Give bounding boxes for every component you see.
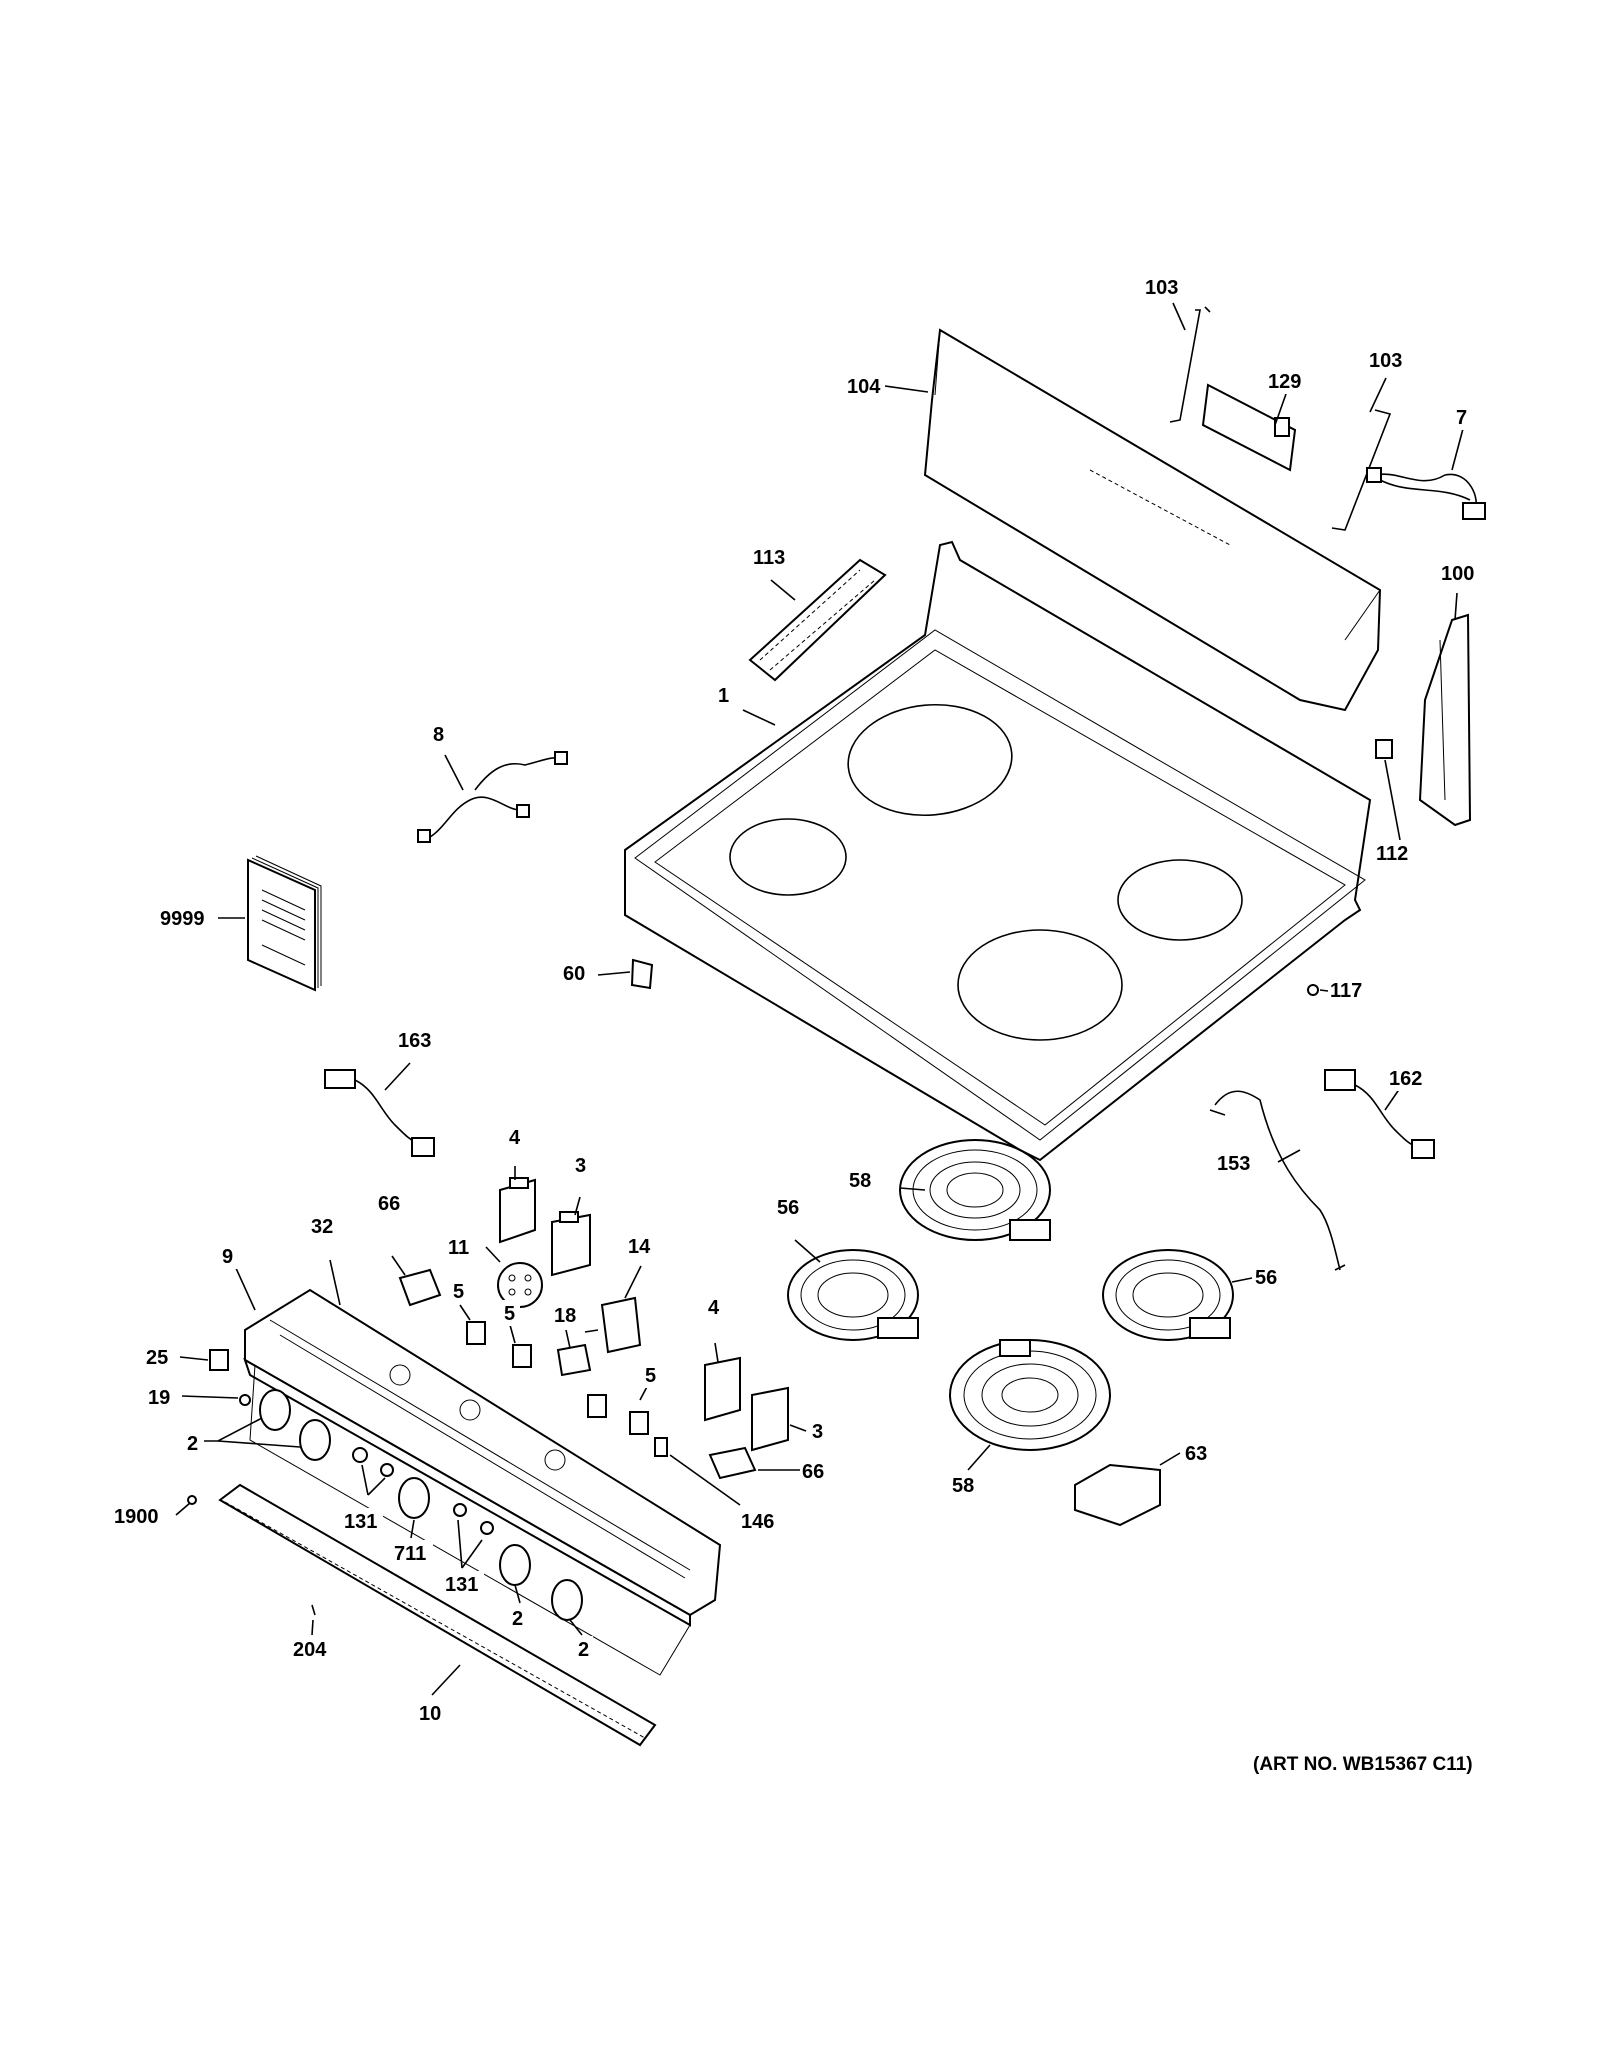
label-104: 104	[847, 376, 881, 398]
art-number: (ART NO. WB15367 C11)	[1253, 1754, 1473, 1775]
label-163: 163	[398, 1030, 431, 1052]
knob-insert-131	[352, 1447, 494, 1535]
label-11: 11	[448, 1237, 469, 1259]
label-19: 19	[148, 1387, 170, 1409]
label-18: 18	[554, 1305, 576, 1327]
label-66a: 66	[378, 1193, 400, 1215]
control-board	[1201, 383, 1297, 472]
label-103a: 103	[1145, 277, 1178, 299]
infinite-switch-3a	[551, 1211, 591, 1277]
label-58b: 58	[952, 1475, 974, 1497]
heat-shield-113	[748, 558, 887, 682]
wire-153	[1209, 1090, 1346, 1271]
label-162: 162	[1389, 1068, 1422, 1090]
switch-bracket-66b	[708, 1446, 757, 1480]
control-panel-backguard	[243, 1288, 722, 1676]
label-9: 9	[222, 1246, 233, 1268]
label-1: 1	[718, 685, 729, 707]
label-5a: 5	[453, 1281, 464, 1303]
lamp-18	[556, 1343, 592, 1377]
screw-19	[239, 1394, 251, 1406]
label-9999: 9999	[160, 908, 205, 930]
backsplash-panel	[923, 328, 1382, 712]
rear-trim-bracket	[1418, 613, 1472, 827]
wire-harness-163	[324, 1069, 435, 1157]
knob-2a	[259, 1389, 291, 1431]
screw-117	[1307, 984, 1319, 996]
leader-lines	[175, 302, 1465, 1696]
label-711: 711	[394, 1543, 426, 1565]
label-32: 32	[311, 1216, 333, 1238]
radiant-element-56-left	[787, 1249, 919, 1341]
clip-146	[654, 1437, 668, 1457]
radiant-element-56-right	[1102, 1249, 1234, 1341]
owner-manual	[247, 855, 322, 992]
label-10: 10	[419, 1703, 441, 1725]
label-7: 7	[1456, 407, 1467, 429]
knob-2b	[299, 1419, 331, 1461]
screw-204	[311, 1604, 316, 1616]
wire-harness-8	[417, 751, 568, 843]
radiant-element-58-lower	[949, 1339, 1111, 1451]
label-2a: 2	[187, 1433, 198, 1455]
callout-labels: 103 104 129 103 7 113 100 1 8 112 9999 6…	[113, 274, 1480, 1726]
switch-bracket-66a	[398, 1268, 442, 1307]
label-2b: 2	[512, 1608, 523, 1630]
wire-harness-162	[1324, 1069, 1435, 1159]
label-66b: 66	[802, 1461, 824, 1483]
label-5b: 5	[504, 1303, 515, 1325]
label-131b: 131	[445, 1574, 478, 1596]
knob-2d	[551, 1579, 583, 1621]
label-204: 204	[293, 1639, 327, 1661]
label-58a: 58	[849, 1170, 871, 1192]
label-63: 63	[1185, 1443, 1207, 1465]
label-25: 25	[146, 1347, 168, 1369]
label-14: 14	[628, 1236, 651, 1258]
label-3a: 3	[575, 1155, 586, 1177]
label-153: 153	[1217, 1153, 1250, 1175]
element-bracket-63	[1074, 1463, 1161, 1527]
label-1900: 1900	[114, 1506, 159, 1528]
knob-2c	[499, 1544, 531, 1586]
switch-5c	[587, 1394, 649, 1435]
label-2c: 2	[578, 1639, 589, 1661]
label-60: 60	[563, 963, 585, 985]
label-112: 112	[1376, 843, 1408, 865]
backsplash-bracket-left	[1169, 306, 1211, 423]
infinite-switch-4b	[704, 1356, 741, 1422]
spacer-60	[630, 958, 654, 990]
cooktop-main-top	[624, 540, 1372, 1162]
wire-harness-7	[1366, 467, 1486, 520]
screw-1900	[187, 1495, 197, 1505]
door-switch-25	[209, 1349, 229, 1371]
infinite-switch-3b	[751, 1386, 789, 1452]
label-8: 8	[433, 724, 444, 746]
radiant-element-58-upper	[899, 1139, 1051, 1241]
switch-5b	[512, 1344, 532, 1368]
bracket-clip	[1375, 739, 1393, 759]
label-103b: 103	[1369, 350, 1402, 372]
panel-trim-10	[218, 1483, 657, 1747]
label-146: 146	[741, 1511, 774, 1533]
label-56a: 56	[777, 1197, 799, 1219]
label-113: 113	[753, 547, 785, 569]
label-129: 129	[1268, 371, 1301, 393]
label-100: 100	[1441, 563, 1474, 585]
label-131a: 131	[344, 1511, 377, 1533]
label-5c: 5	[645, 1365, 656, 1387]
label-117: 117	[1330, 980, 1362, 1002]
label-4b: 4	[708, 1297, 720, 1319]
label-3b: 3	[812, 1421, 823, 1443]
knob-711	[398, 1477, 430, 1519]
clock-timer-14	[584, 1296, 642, 1354]
label-4a: 4	[509, 1127, 521, 1149]
label-56b: 56	[1255, 1267, 1277, 1289]
infinite-switch-4a	[499, 1177, 536, 1244]
switch-5a	[466, 1321, 486, 1345]
